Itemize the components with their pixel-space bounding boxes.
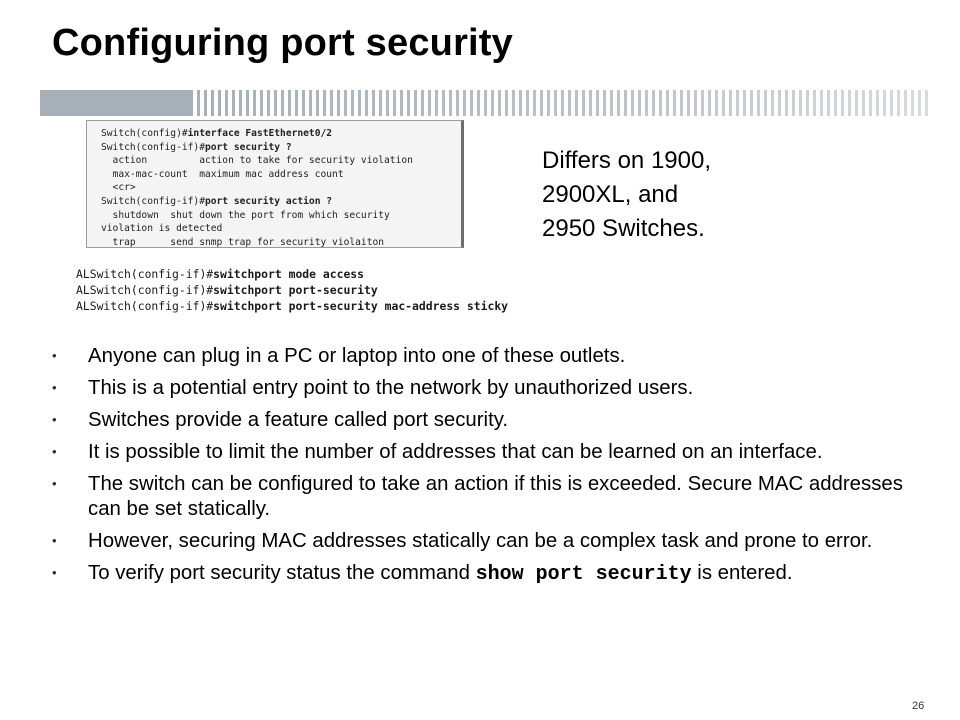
terminal-line: violation is detected — [101, 223, 223, 235]
terminal-line: max-mac-count maximum mac address count — [101, 168, 344, 180]
command-line: ALSwitch(config-if)#switchport mode acce… — [76, 267, 365, 281]
terminal-screenshot: Switch(config)#interface FastEthernet0/2… — [86, 120, 464, 248]
terminal-line: <cr> — [101, 182, 136, 194]
inline-code: show port security — [475, 562, 692, 586]
bullet-item: •It is possible to limit the number of a… — [52, 441, 823, 463]
bullet-dot-icon: • — [52, 412, 57, 427]
terminal-line: trap send snmp trap for security violait… — [101, 236, 385, 248]
bullet-item: •This is a potential entry point to the … — [52, 377, 694, 399]
terminal-line: Switch(config-if)#port security ? — [101, 141, 292, 153]
slide-title: Configuring port security — [52, 22, 513, 64]
terminal-line: action action to take for security viola… — [101, 155, 413, 167]
terminal-line: Switch(config-if)#port security action ? — [101, 195, 333, 207]
cli-commands: ALSwitch(config-if)#switchport mode acce… — [76, 266, 508, 314]
terminal-line: shutdown shut down the port from which s… — [101, 209, 390, 221]
bullet-dot-icon: • — [52, 380, 57, 395]
terminal-line: Switch(config)#interface FastEthernet0/2 — [101, 128, 333, 139]
note-line: Differs on 1900, — [542, 147, 711, 174]
header-bar-fade — [190, 90, 930, 116]
page-number: 26 — [912, 700, 925, 712]
bullet-dot-icon: • — [52, 476, 57, 491]
bullet-item: •To verify port security status the comm… — [52, 561, 793, 586]
bullet-item: •Switches provide a feature called port … — [52, 409, 509, 431]
decorative-header-bar — [40, 90, 930, 116]
bullet-dot-icon: • — [52, 348, 57, 363]
bullet-dot-icon: • — [52, 564, 57, 580]
bullet-list: •Anyone can plug in a PC or laptop into … — [46, 344, 936, 595]
bullet-dot-icon: • — [52, 444, 57, 459]
bullet-item: •The switch can be configured to take an… — [52, 473, 903, 520]
bullet-item: •However, securing MAC addresses statica… — [52, 529, 873, 552]
bullet-dot-icon: • — [52, 532, 57, 548]
note-line: 2950 Switches. — [542, 215, 705, 242]
bullet-item: •Anyone can plug in a PC or laptop into … — [52, 345, 626, 367]
command-line: ALSwitch(config-if)#switchport port-secu… — [76, 283, 378, 297]
switch-model-note: Differs on 1900, 2900XL, and 2950 Switch… — [542, 144, 711, 246]
header-bar-solid — [40, 90, 190, 116]
note-line: 2900XL, and — [542, 181, 679, 208]
command-line: ALSwitch(config-if)#switchport port-secu… — [76, 299, 509, 313]
